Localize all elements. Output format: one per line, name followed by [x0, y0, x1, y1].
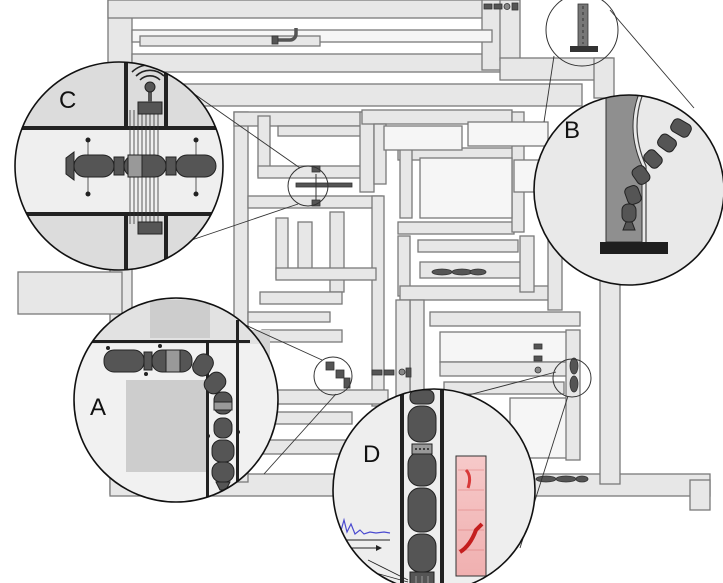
- robot-hook: [276, 28, 298, 42]
- pipe-segment: [429, 311, 581, 327]
- robot-bottom-right: [535, 475, 589, 483]
- pipe-segment: [565, 329, 581, 461]
- pipe-segment: [275, 267, 377, 281]
- robot-middle: [431, 268, 487, 276]
- pipe-segment: [373, 123, 387, 185]
- pipe-segment: [689, 479, 711, 511]
- pipe-segment: [419, 157, 513, 219]
- robot-near-d: [533, 343, 579, 393]
- pipe-segment: [397, 221, 515, 235]
- pipe-segment: [417, 239, 519, 253]
- pipe-segment: [233, 111, 363, 127]
- pipe-segment: [399, 147, 413, 219]
- pipe-segment: [599, 273, 621, 485]
- robot-crossing-c: [295, 165, 353, 207]
- pipe-segment: [467, 121, 549, 147]
- robot-standalone: [371, 367, 412, 378]
- callout-label-b: B: [564, 117, 580, 144]
- pipe-segment: [139, 35, 321, 47]
- callout-label-d: D: [363, 441, 380, 468]
- pipe-segment: [383, 125, 463, 151]
- pipe-segment: [17, 271, 123, 315]
- callout-label-c: C: [59, 87, 76, 114]
- small-robots: [271, 2, 589, 483]
- pipe-segment: [247, 311, 331, 323]
- pipe-segment: [259, 291, 343, 305]
- pipe-segment: [519, 235, 535, 293]
- focus-circles: [287, 0, 619, 398]
- pipe-segment: [131, 53, 503, 73]
- zoom-callout-b: B: [533, 94, 723, 286]
- pipe-segment: [261, 329, 343, 343]
- focus-circle-a: [313, 356, 353, 396]
- zoom-callout-d: D: [332, 388, 536, 583]
- callout-label-a: A: [90, 394, 106, 421]
- pipe-segment: [443, 381, 565, 395]
- robot-near-a: [325, 361, 351, 389]
- pipe-segment: [593, 57, 615, 99]
- pipe-network: [17, 0, 711, 511]
- pipe-segment: [439, 331, 571, 363]
- focus-circle-c: [287, 165, 329, 207]
- focus-circle-b: [545, 0, 619, 67]
- robot-top: [483, 2, 519, 11]
- pipe-segment: [107, 0, 501, 19]
- focus-circle-d: [552, 358, 592, 398]
- robot-hook-tip: [271, 35, 279, 45]
- robot-in-focus-b: [570, 3, 598, 52]
